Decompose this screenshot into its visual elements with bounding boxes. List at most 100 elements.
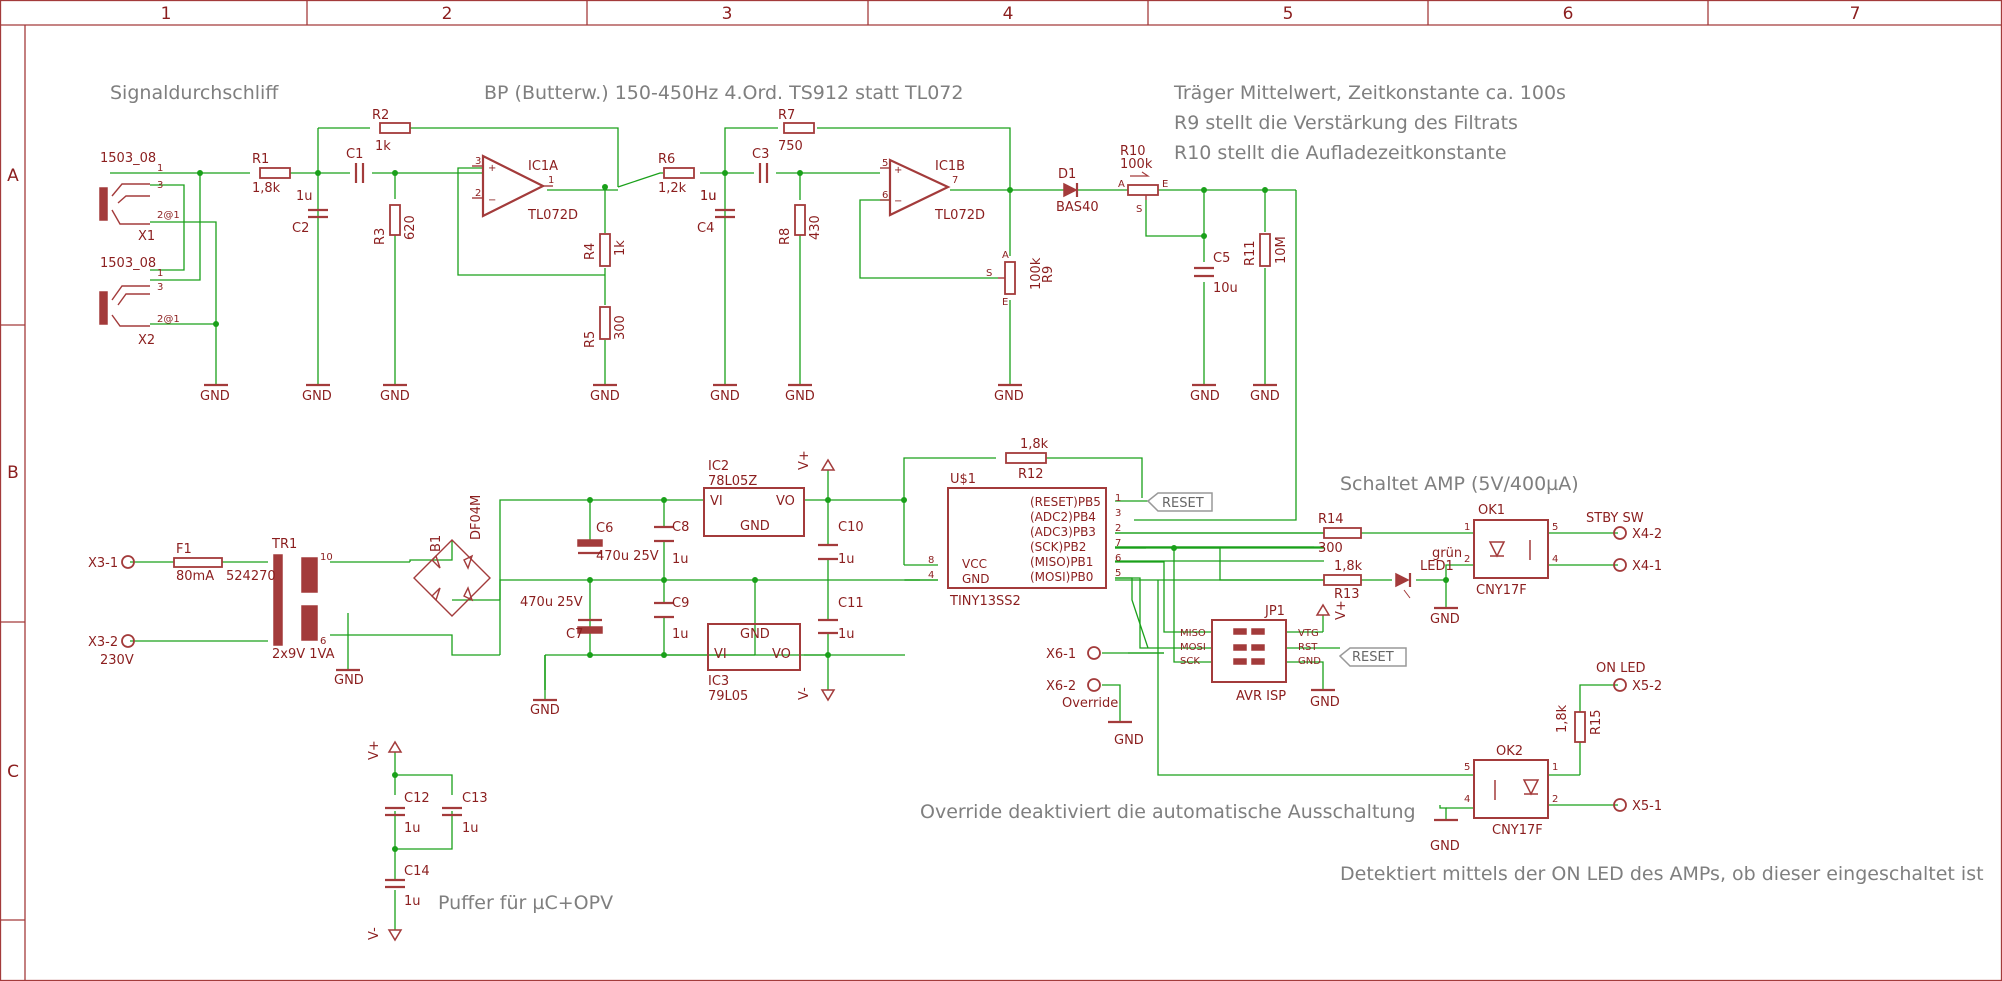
terminal-x6-2[interactable]: X6-2 Override [1046, 678, 1118, 711]
terminal-label: Override [1062, 696, 1118, 711]
terminal-x5-2[interactable]: X5-2 ON LED [1596, 661, 1662, 694]
note-detect: Detektiert mittels der ON LED des AMPs, … [1340, 863, 1984, 885]
supply-vminus-b: V- [797, 687, 836, 702]
terminal-x3-1[interactable]: X3-1 [88, 555, 135, 571]
capacitor-c8[interactable]: C8 1u [654, 520, 689, 567]
ground-symbols-x6: GND [1108, 720, 1144, 748]
part-value: 1u [296, 189, 313, 204]
note-carrier-3: R10 stellt die Aufladezeitkonstante [1174, 142, 1507, 164]
capacitor-c1[interactable]: C1 1u [296, 147, 365, 204]
capacitor-c6[interactable]: C6 470u 25V [577, 521, 659, 564]
optocoupler-ok1[interactable]: 12 54 OK1 CNY17F [1464, 503, 1558, 598]
capacitor-c13[interactable]: C13 1u [442, 791, 488, 836]
svg-text:1: 1 [1552, 762, 1558, 773]
pin-label: VCC [962, 557, 987, 571]
part-ref: R10 [1120, 144, 1146, 159]
resistor-r11[interactable]: R11 10M [1243, 233, 1289, 267]
fuse-f1[interactable]: F1 80mA [173, 542, 223, 584]
potentiometer-r9[interactable]: AES R9 100k [986, 250, 1056, 308]
terminal-x3-2[interactable]: X3-2 230V [88, 634, 135, 668]
net-label: RESET [1162, 496, 1204, 511]
supply-label: V+ [367, 740, 382, 760]
header-jp1[interactable]: JP1 AVR ISP MISO MOSI SCK VTG RST GND [1180, 604, 1321, 704]
microcontroller-u1[interactable]: U$1 TINY13SS2 (RESET)PB5 (ADC2)PB4 (ADC3… [928, 472, 1121, 609]
net-reset-flag: RESET [1146, 492, 1213, 512]
resistor-r6[interactable]: R6 1,2k [658, 152, 695, 196]
capacitor-c9[interactable]: C9 1u [654, 596, 689, 642]
part-value: 10M [1274, 236, 1289, 264]
resistor-r14[interactable]: R14 300 [1318, 512, 1362, 556]
capacitor-c11[interactable]: C11 1u [818, 596, 864, 642]
part-ref: IC1B [935, 159, 965, 174]
row-label: C [7, 762, 19, 782]
svg-text:1: 1 [1115, 493, 1121, 504]
opamp-ic1b[interactable]: +− 567 IC1B TL072D [880, 158, 985, 223]
part-value: 1,8k [252, 181, 281, 196]
capacitor-c4[interactable]: C4 1u [697, 189, 735, 236]
svg-text:S: S [986, 268, 992, 279]
svg-text:A: A [1118, 179, 1125, 190]
ground-symbols-b: GND GND [334, 668, 560, 718]
terminal-label: X4-2 [1632, 527, 1662, 542]
svg-text:5: 5 [1464, 762, 1470, 773]
bridge-b1[interactable]: B1 DF04M [413, 495, 491, 617]
connector-x1[interactable]: 1503_08 X1 132@1 [99, 151, 180, 244]
resistor-r12[interactable]: 1,8k R12 [1005, 437, 1049, 482]
resistor-r1[interactable]: R1 1,8k [252, 152, 291, 196]
part-value: TL072D [934, 208, 985, 223]
part-name: 1503_08 [100, 256, 156, 271]
resistor-r13[interactable]: 1,8k R13 [1323, 559, 1363, 602]
capacitor-c10[interactable]: C10 1u [818, 520, 864, 567]
terminal-x4-1[interactable]: X4-1 [1613, 558, 1662, 574]
gnd-label: GND [994, 389, 1024, 404]
column-label: 7 [1850, 4, 1861, 24]
connector-x2[interactable]: 1503_08 X2 132@1 [99, 256, 180, 348]
ground-symbols-led: GND [1430, 606, 1460, 627]
part-value: 2x9V 1VA [272, 647, 335, 662]
part-ref: U$1 [950, 472, 976, 487]
optocoupler-ok2[interactable]: 54 12 OK2 CNY17F [1464, 744, 1558, 838]
svg-text:1: 1 [157, 268, 163, 279]
part-ref: R8 [778, 228, 793, 245]
led-led1[interactable]: grün LED1 [1395, 546, 1462, 599]
part-value: 100k [1120, 157, 1153, 172]
resistor-r4[interactable]: R4 1k [583, 233, 628, 267]
part-ref: R12 [1018, 467, 1044, 482]
part-value: 10u [1213, 281, 1238, 296]
regulator-ic2[interactable]: VI VO GND IC2 78L05Z [703, 459, 805, 537]
resistor-r15[interactable]: 1,8k R15 [1555, 704, 1604, 743]
pin-label: VTG [1298, 628, 1319, 639]
part-value: 300 [613, 315, 628, 340]
resistor-r7[interactable]: R7 750 [778, 108, 815, 154]
terminal-x5-1[interactable]: X5-1 [1613, 798, 1662, 814]
svg-text:5: 5 [1115, 568, 1121, 579]
pin-label: (SCK)PB2 [1030, 540, 1086, 554]
capacitor-c2[interactable]: C2 [292, 208, 328, 236]
svg-text:2: 2 [1115, 523, 1121, 534]
resistor-r2[interactable]: R2 1k [372, 108, 411, 154]
capacitor-c5[interactable]: C5 10u [1194, 251, 1238, 296]
gnd-label: GND [1310, 695, 1340, 710]
capacitor-c3[interactable]: C3 1u [700, 147, 769, 204]
part-ref: JP1 [1264, 604, 1285, 619]
capacitor-c14[interactable]: C14 1u [385, 864, 430, 909]
opamp-ic1a[interactable]: +− 321 IC1A TL072D [472, 154, 578, 223]
part-value: 1u [700, 189, 717, 204]
resistor-r3[interactable]: R3 620 [373, 204, 418, 245]
row-label: B [7, 463, 19, 483]
transformer-tr1[interactable]: TR1 524270 2x9V 1VA 106 [226, 537, 335, 662]
capacitor-c12[interactable]: C12 1u [385, 791, 430, 836]
svg-text:10: 10 [320, 552, 333, 563]
diode-d1[interactable]: D1 BAS40 [1056, 167, 1099, 215]
part-value: BAS40 [1056, 200, 1099, 215]
regulator-ic3[interactable]: VI VO GND IC3 79L05 [707, 623, 801, 704]
resistor-r5[interactable]: R5 300 [583, 306, 628, 348]
resistor-r8[interactable]: R8 430 [778, 204, 823, 245]
capacitor-c7[interactable]: 470u 25V C7 [520, 595, 603, 642]
part-ref: C6 [596, 521, 613, 536]
part-value: TINY13SS2 [949, 594, 1021, 609]
part-ref: R4 [583, 243, 598, 260]
terminal-x6-1[interactable]: X6-1 [1046, 646, 1101, 662]
terminal-x4-2[interactable]: X4-2 STBY SW [1586, 511, 1662, 542]
